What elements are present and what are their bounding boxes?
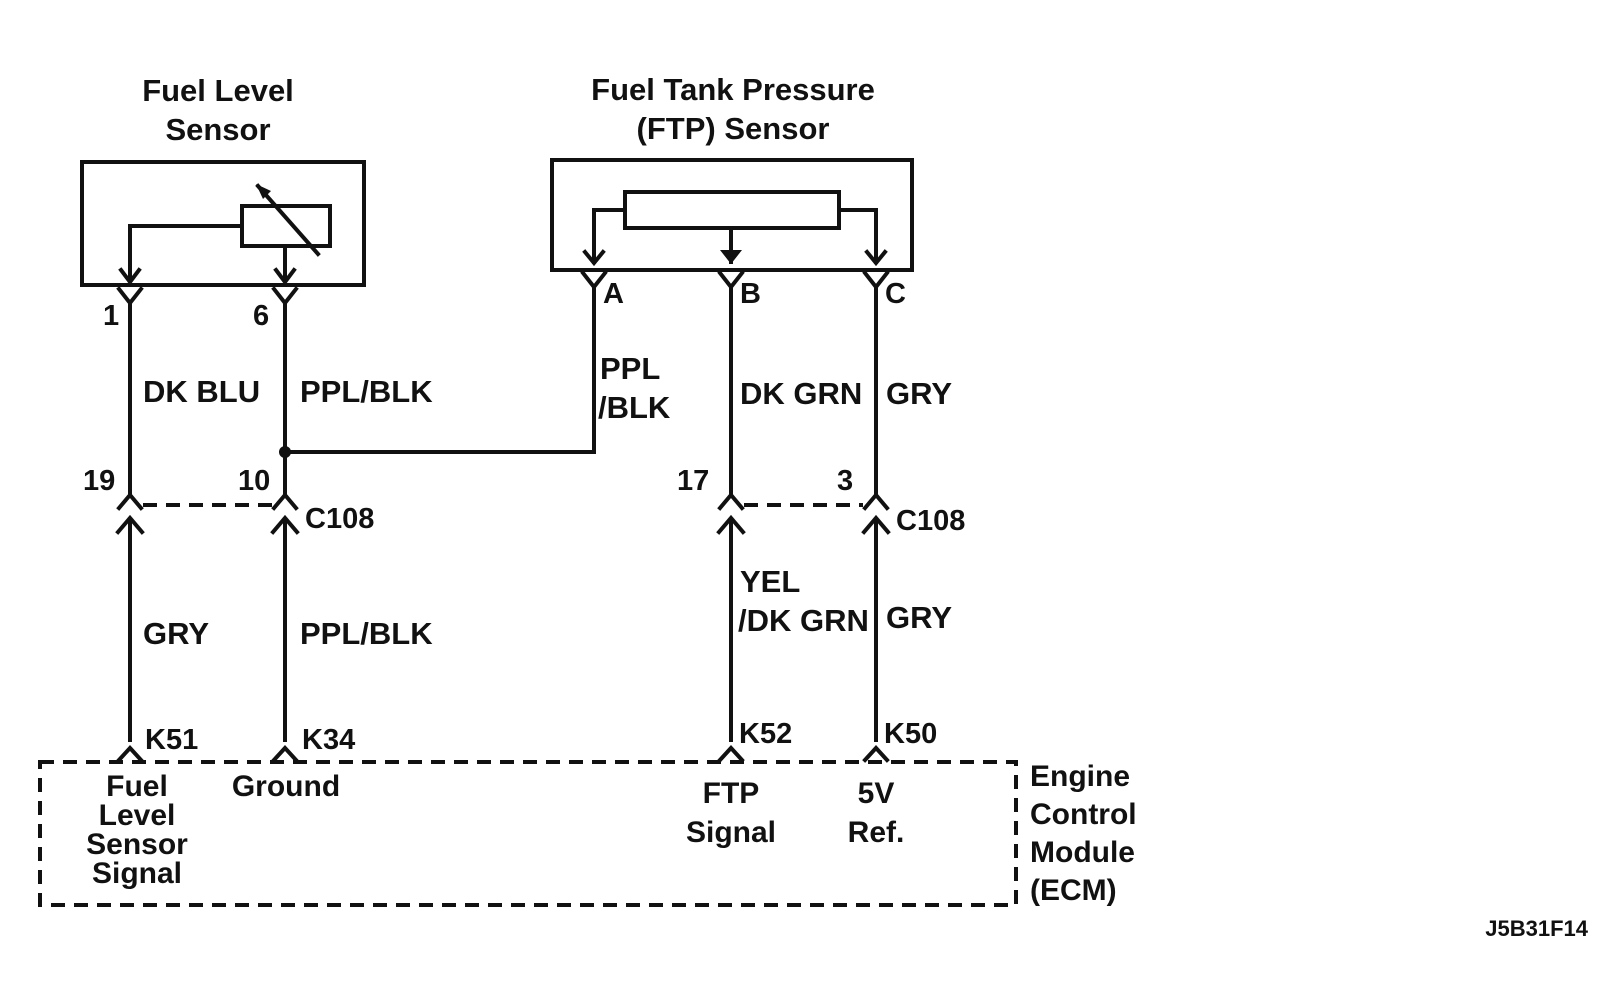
ecm-pin-k50-label: K50 xyxy=(884,718,937,750)
fuel-level-arrow-1-icon xyxy=(118,267,142,286)
ftp-sensor-title-line2: (FTP) Sensor xyxy=(637,111,830,146)
arrow-up-k52-icon xyxy=(716,514,746,535)
fuel-level-internal-wire-1 xyxy=(128,224,244,282)
ftp-arrow-a-icon xyxy=(582,249,606,267)
ftp-sensing-element xyxy=(623,190,841,230)
splice-dot xyxy=(279,446,291,458)
ecm-pin-k34-label: K34 xyxy=(302,724,355,756)
wire-label-yel-line1: YEL xyxy=(740,564,800,599)
c108-left-pin-19-icon xyxy=(116,491,144,511)
ftp-sensor-housing xyxy=(550,158,914,272)
ecm-k51-label-line4: Signal xyxy=(92,857,182,890)
connector-c108-left: 19 10 C108 xyxy=(83,465,374,535)
variable-resistor-arrowhead-icon xyxy=(256,184,271,199)
arrow-up-k50-icon xyxy=(861,514,891,535)
fuel-level-sensor: Fuel Level Sensor 1 6 xyxy=(80,73,366,332)
wire-label-yel-line2: /DK GRN xyxy=(738,603,869,638)
c108-right-name: C108 xyxy=(896,505,965,537)
upper-wires: DK BLU PPL/BLK PPL /BLK DK GRN GRY xyxy=(128,285,952,497)
wire-ppl-blk-ftp-a xyxy=(283,285,596,454)
ecm-title-line2: Control xyxy=(1030,798,1137,831)
wire-label-ppl-blk-k34: PPL/BLK xyxy=(300,616,433,651)
ftp-pin-a-label: A xyxy=(603,278,624,310)
ecm-k51-label-line1: Fuel xyxy=(106,770,168,803)
c108-right-pin-3-icon xyxy=(862,491,890,511)
ecm-k50-label-line2: Ref. xyxy=(848,816,905,849)
c108-left-pin-10-label: 10 xyxy=(238,465,270,497)
ecm-module: K51 K34 K52 K50 Fuel Level Sensor Signal… xyxy=(38,718,1137,907)
fuel-level-arrow-6-icon xyxy=(273,267,297,286)
ecm-k52-label-line2: Signal xyxy=(686,816,776,849)
wire-label-dk-blu: DK BLU xyxy=(143,374,260,409)
wire-label-dk-grn: DK GRN xyxy=(740,376,862,411)
fuel-level-pin-1-connector-icon xyxy=(116,286,144,307)
figure-reference: J5B31F14 xyxy=(1485,916,1589,941)
wire-label-gry-k50: GRY xyxy=(886,600,952,635)
fuel-level-sensor-title-line1: Fuel Level xyxy=(142,73,294,108)
arrow-up-k51-icon xyxy=(115,514,145,535)
ecm-pin-k51-label: K51 xyxy=(145,724,198,756)
ftp-internal-wire-c xyxy=(837,208,878,264)
ecm-pin-k52-label: K52 xyxy=(739,718,792,750)
ecm-k52-label-line1: FTP xyxy=(703,777,760,810)
c108-right-pin-17-icon xyxy=(717,491,745,511)
ecm-pin-k52-icon xyxy=(717,745,745,763)
ecm-pin-k34-icon xyxy=(271,745,299,763)
connector-c108-right: 17 3 C108 xyxy=(677,465,965,537)
ftp-arrow-c-icon xyxy=(864,249,888,267)
c108-left-name: C108 xyxy=(305,503,374,535)
wire-label-ppl-blk-upper: PPL/BLK xyxy=(300,374,433,409)
c108-left-pin-19-label: 19 xyxy=(83,465,115,497)
fuel-level-pin-1-label: 1 xyxy=(103,300,119,332)
ecm-pin-k50-icon xyxy=(862,745,890,763)
ftp-pin-c-connector-icon xyxy=(862,270,890,291)
ecm-title-line4: (ECM) xyxy=(1030,874,1117,907)
ftp-pin-b-connector-icon xyxy=(717,270,745,291)
variable-resistor-icon xyxy=(240,204,332,248)
arrow-up-k34-icon xyxy=(270,514,300,535)
fuel-level-pin-6-label: 6 xyxy=(253,300,269,332)
c108-right-pin-17-label: 17 xyxy=(677,465,709,497)
ftp-pin-a-connector-icon xyxy=(580,270,608,291)
ecm-k51-label-line2: Level xyxy=(99,799,176,832)
fuel-level-pin-6-connector-icon xyxy=(271,286,299,307)
variable-resistor-arrow-icon xyxy=(255,183,321,257)
fuel-level-sensor-title-line2: Sensor xyxy=(165,112,270,147)
ecm-dashed-boundary xyxy=(38,760,1018,907)
wire-label-gry-k51: GRY xyxy=(143,616,209,651)
ecm-k51-label-line3: Sensor xyxy=(86,828,188,861)
wire-label-ppl-line2: /BLK xyxy=(598,390,671,425)
ftp-arrow-b-icon xyxy=(720,250,742,264)
ftp-pin-c-label: C xyxy=(885,278,906,310)
wire-label-ppl-line1: PPL xyxy=(600,351,660,386)
ecm-pin-k51-icon xyxy=(116,745,144,763)
ecm-k34-label: Ground xyxy=(232,770,340,803)
ftp-pin-b-label: B xyxy=(740,278,761,310)
ftp-sensor-title-line1: Fuel Tank Pressure xyxy=(591,72,875,107)
c108-left-pin-10-icon xyxy=(271,491,299,511)
ftp-sensor: Fuel Tank Pressure (FTP) Sensor A B C xyxy=(550,72,914,310)
lower-wires: GRY PPL/BLK YEL /DK GRN GRY xyxy=(115,514,952,742)
wire-label-gry-upper: GRY xyxy=(886,376,952,411)
ecm-title-line1: Engine xyxy=(1030,760,1130,793)
ecm-k50-label-line1: 5V xyxy=(858,777,895,810)
c108-right-pin-3-label: 3 xyxy=(837,465,853,497)
ecm-title-line3: Module xyxy=(1030,836,1135,869)
fuel-level-sensor-housing xyxy=(80,160,366,287)
ftp-internal-wire-a xyxy=(592,208,627,264)
